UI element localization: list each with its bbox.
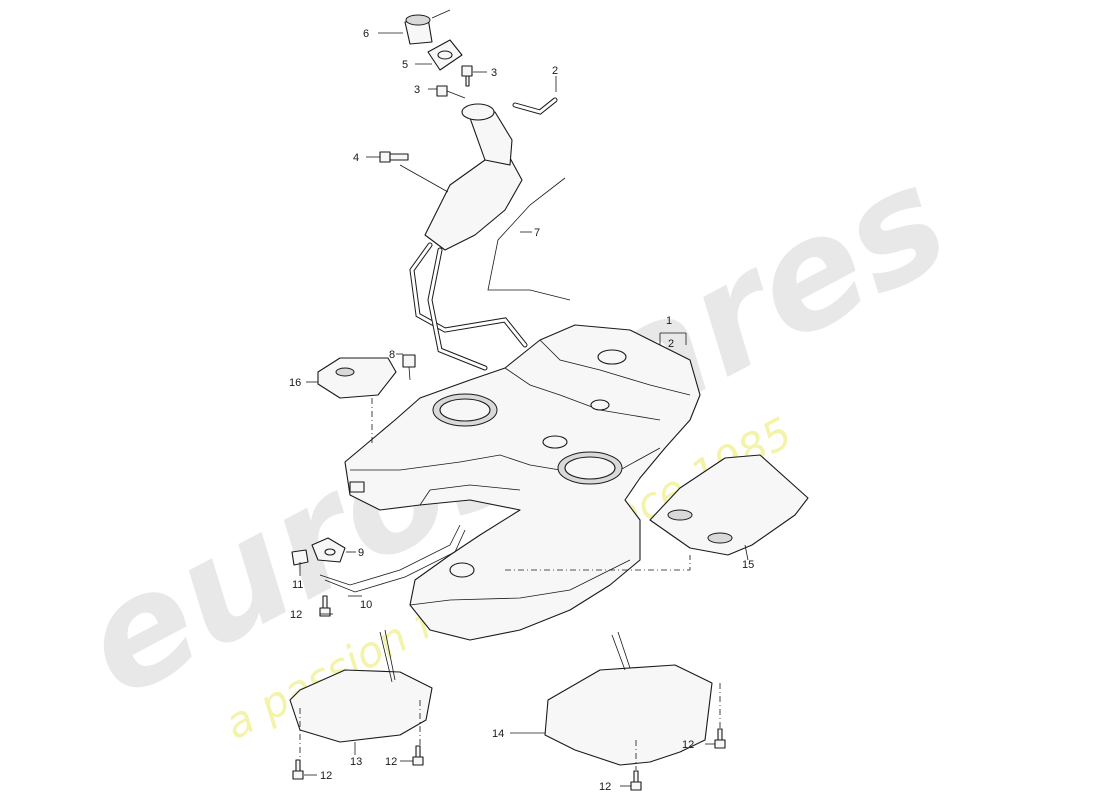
callout-12a: 12 (290, 609, 302, 621)
valve-8 (402, 354, 416, 381)
callout-2a: 2 (552, 65, 558, 77)
bolt-12-d (714, 728, 726, 749)
bolt-12-e (630, 770, 642, 791)
heat-shield-16 (317, 357, 397, 399)
bolt-12-a (319, 595, 331, 617)
callout-3a: 3 (491, 67, 497, 79)
underbody-shield-13 (289, 669, 433, 743)
filler-seal (427, 39, 463, 71)
callout-1: 1 (666, 315, 672, 327)
callout-12b: 12 (320, 770, 332, 782)
strap-10 (319, 524, 466, 593)
callout-13: 13 (350, 756, 362, 768)
callout-7: 7 (534, 227, 540, 239)
callout-16: 16 (289, 377, 301, 389)
ref-line-10 (505, 555, 691, 571)
callout-4: 4 (353, 152, 359, 164)
underbody-shield-14 (544, 664, 713, 766)
callout-12d: 12 (682, 739, 694, 751)
bolt-12-b (292, 759, 304, 780)
nut-11 (291, 549, 309, 566)
filler-neck (409, 97, 571, 371)
callout-6: 6 (363, 28, 369, 40)
callout-8: 8 (389, 349, 395, 361)
callout-12e: 12 (599, 781, 611, 793)
heat-shield-15-slot-a (667, 509, 693, 521)
callout-12c: 12 (385, 756, 397, 768)
heat-shield-15-slot-b (707, 532, 733, 544)
callout-5: 5 (402, 59, 408, 71)
callout-3b: 3 (414, 84, 420, 96)
bolt-4 (379, 151, 409, 163)
callouts: 6 5 3 3 2 4 7 1 2 8 16 9 11 10 12 15 13 … (289, 28, 754, 793)
fuel-tank (344, 324, 701, 641)
callout-9: 9 (358, 547, 364, 559)
bolt-3-lower (436, 85, 466, 99)
callout-11: 11 (292, 579, 303, 591)
bolt-12-c (412, 745, 424, 766)
leader-lines (299, 32, 749, 787)
bolt-3-upper (461, 65, 473, 87)
heat-shield-15 (649, 454, 809, 556)
callout-15: 15 (742, 559, 754, 571)
callout-2b: 2 (668, 338, 674, 350)
heat-shield-16-slot (335, 367, 355, 377)
callout-14: 14 (492, 728, 504, 740)
bracket-9 (311, 537, 346, 563)
filler-cap (404, 9, 451, 45)
callout-10: 10 (360, 599, 372, 611)
